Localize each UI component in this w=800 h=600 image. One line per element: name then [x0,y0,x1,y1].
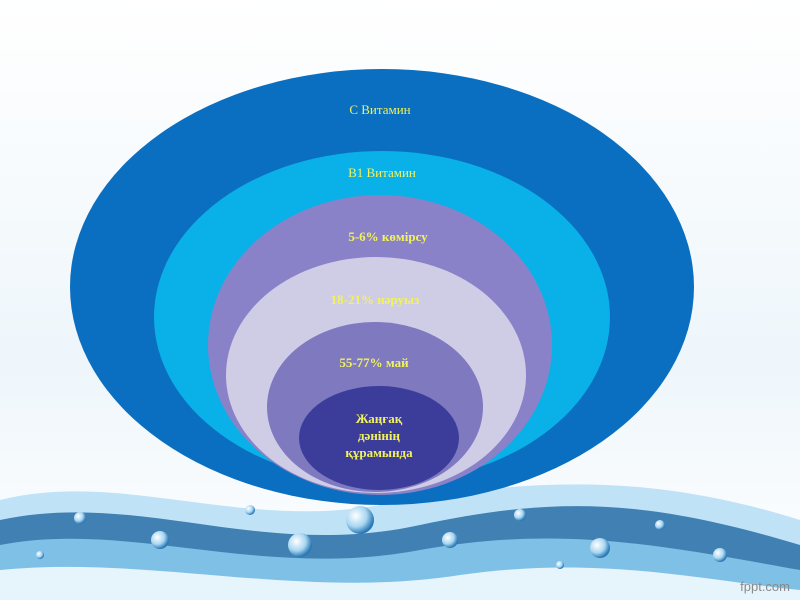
water-drop [514,509,526,521]
water-drop [36,551,44,559]
water-drop [713,548,727,562]
water-waves-decoration [0,484,800,600]
label-core-line-2: дәнінің [358,428,401,443]
water-drop [346,506,374,534]
wave-front [0,566,800,600]
water-drop [442,532,458,548]
label-protein: 18-21% нәруыз [331,292,420,307]
water-drop [245,505,255,515]
water-drop [288,533,312,557]
water-drop [655,520,665,530]
water-drop [151,531,169,549]
label-vitamin-c: С Витамин [349,102,410,117]
label-fat: 55-77% май [339,355,409,370]
water-drop [556,561,564,569]
label-carbohydrate: 5-6% көмірсу [348,229,428,244]
watermark-text: fppt.com [740,579,790,594]
layer-core [299,386,459,490]
label-core-line-3: құрамында [345,445,413,460]
label-vitamin-b1: В1 Витамин [348,165,416,180]
water-drop [590,538,610,558]
label-core-line-1: Жаңғақ [356,411,403,426]
nested-ellipse-diagram: С Витамин В1 Витамин 5-6% көмірсу 18-21%… [70,69,694,505]
water-drop [74,512,86,524]
